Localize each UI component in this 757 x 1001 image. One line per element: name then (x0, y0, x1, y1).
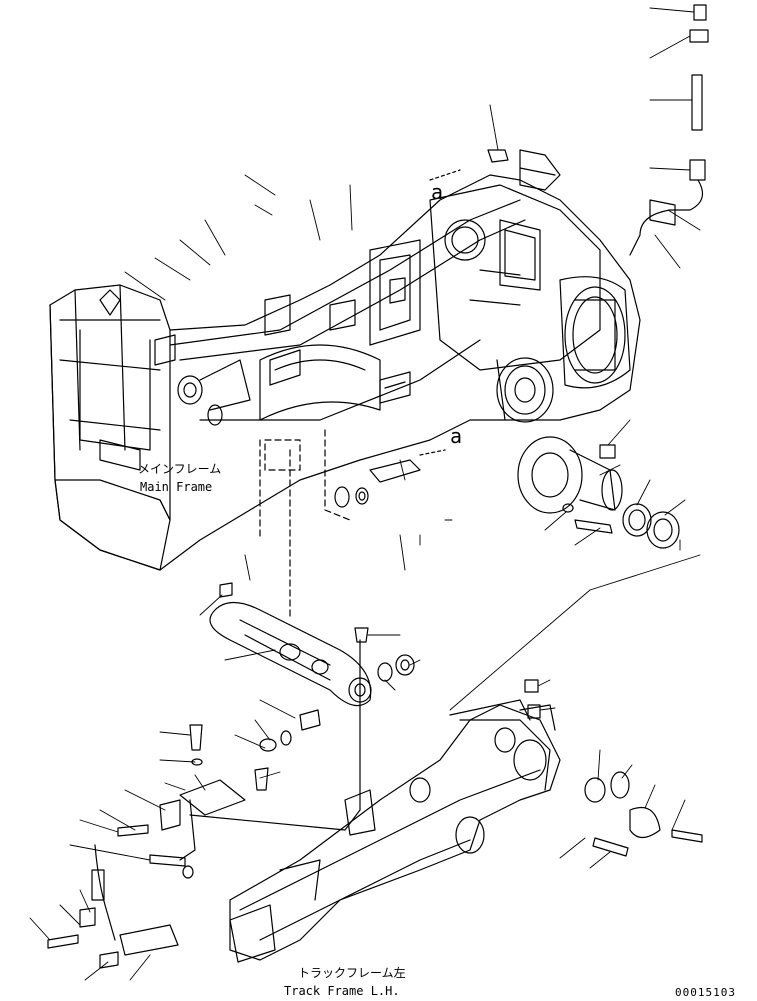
pivot-shaft-parts (334, 149, 561, 508)
track-frame (229, 679, 703, 963)
reference-a-mid: a (450, 424, 463, 448)
reference-a-top: a (431, 180, 444, 204)
drawing-number: 00015103 (675, 986, 736, 999)
equalizer-link (209, 582, 415, 811)
leader-lines (29, 7, 701, 981)
main-frame-label-en: Main Frame (140, 480, 213, 494)
grease-piping (629, 4, 709, 256)
bracket-assembly (47, 724, 361, 969)
track-frame-label-en: Track Frame L.H. (284, 984, 400, 998)
main-frame-label-jp: メインフレーム (138, 462, 222, 476)
track-frame-label-jp: トラックフレーム左 (298, 966, 406, 980)
sprocket-hub (517, 436, 680, 549)
main-frame (49, 174, 641, 621)
